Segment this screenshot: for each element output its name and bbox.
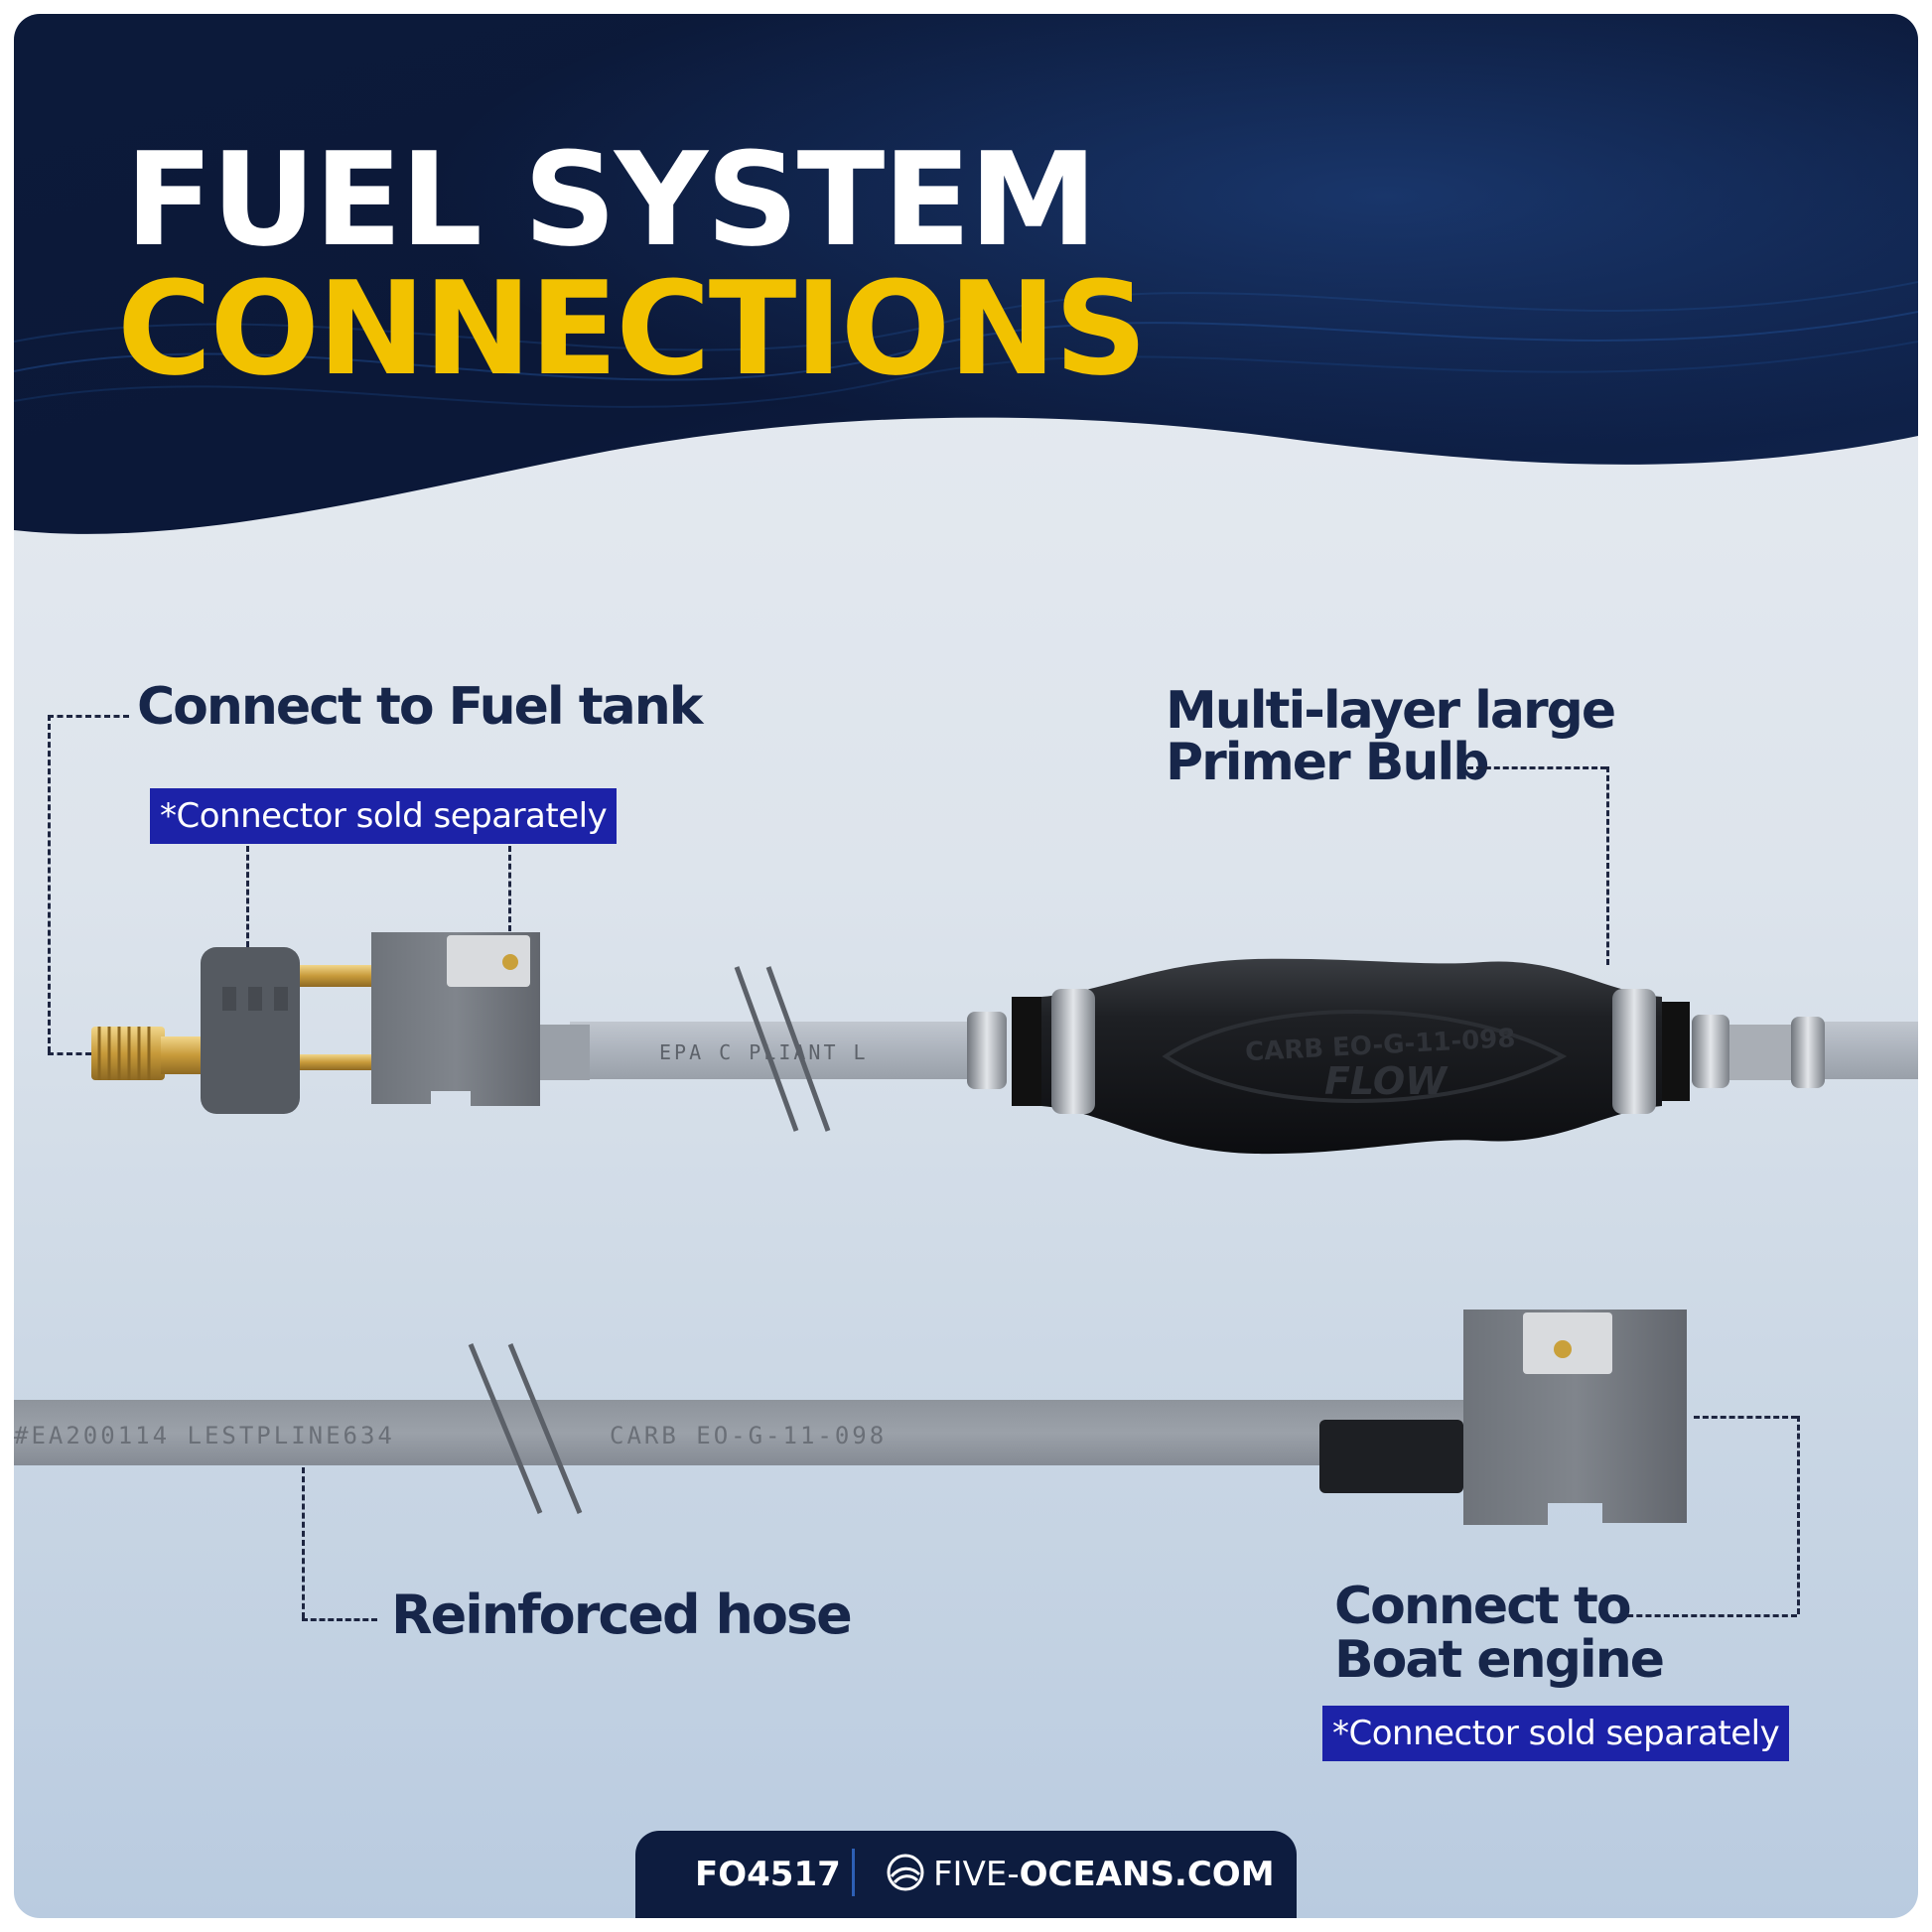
primer-bulb-label-line-1: Multi-layer large [1166,681,1616,741]
lower-hose-sleeve [1319,1420,1463,1493]
fuel-tank-label: Connect to Fuel tank [137,677,703,737]
break-mark-lower-a [468,1343,543,1514]
footer-divider [852,1849,855,1896]
fuel-tank-leader-bottom [48,1052,91,1055]
primer-bulb: CARB EO-G-11-098 FLOW [967,958,1825,1155]
primer-bulb-leader-top [1467,766,1606,769]
hose-label: Reinforced hose [391,1584,853,1646]
engine-leader-side [1797,1416,1800,1614]
lower-hose-print-right: CARB EO-G-11-098 [610,1422,887,1449]
product-illustration: EPA C PLIANT L [14,932,1918,1525]
hose-leader-bottom [302,1618,377,1621]
header-banner [14,14,1918,534]
product-card: FUEL SYSTEM CONNECTIONS EPA [14,14,1918,1918]
break-mark-upper-b [765,966,831,1132]
boat-engine-connector [1463,1310,1687,1525]
footer-bar: FO4517 FIVE-OCEANS.COM [635,1831,1297,1918]
website-link[interactable]: FIVE-OCEANS.COM [933,1855,1275,1894]
lower-hose [14,1400,1463,1465]
fuel-tank-leader-top [48,715,129,718]
engine-leader-bottom [1618,1614,1797,1617]
bulb-print-line-2: FLOW [1324,1059,1449,1103]
primer-bulb-leader-side [1606,766,1609,965]
lower-hose-print-left: #EA200114 LESTPLINE634 [14,1422,395,1449]
hose-leader-side [302,1467,305,1618]
upper-hose [570,1022,997,1079]
break-mark-lower-b [507,1343,583,1514]
title-line-2: CONNECTIONS [117,253,1148,404]
engine-note: *Connector sold separately [1322,1706,1790,1761]
fuel-tank-note-leader-b [508,846,511,931]
product-code: FO4517 [695,1855,841,1894]
break-mark-upper-a [734,966,799,1132]
fuel-tank-leader-side [48,715,51,1052]
wave-logo-icon [887,1854,924,1891]
title-line-1: FUEL SYSTEM [125,124,1098,275]
primer-bulb-label-line-2: Primer Bulb [1166,733,1489,792]
engine-label-line-1: Connect to [1334,1577,1632,1636]
engine-label-line-2: Boat engine [1334,1630,1665,1690]
fuel-tank-connector [91,932,590,1114]
website-brand: OCEANS.COM [1019,1855,1275,1894]
fuel-tank-note-leader-a [246,846,249,947]
fuel-tank-note: *Connector sold separately [150,788,618,844]
engine-leader-top [1694,1416,1797,1419]
website-prefix: FIVE- [933,1855,1020,1894]
